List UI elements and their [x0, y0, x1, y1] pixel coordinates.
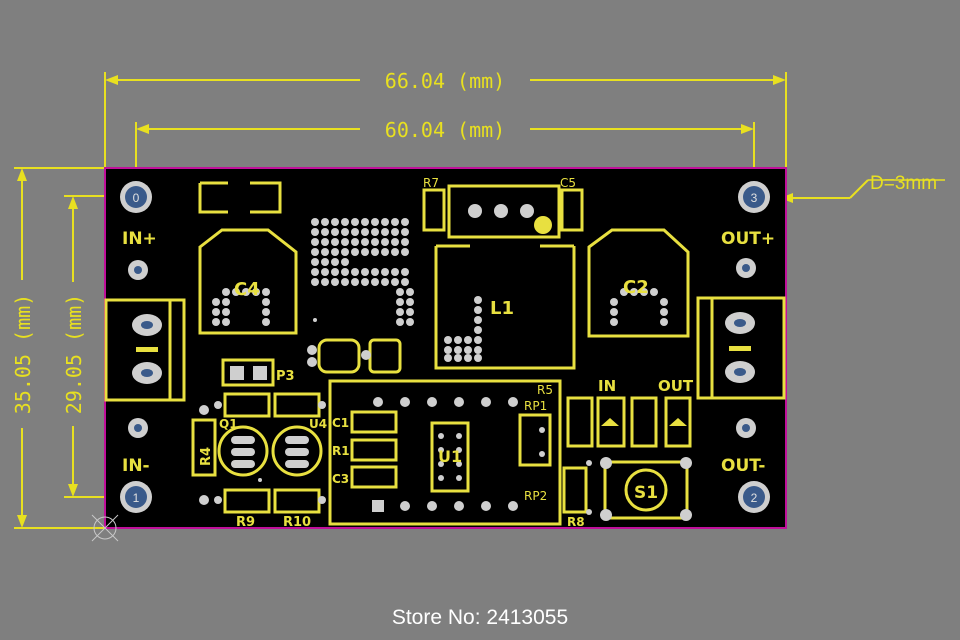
label-u1: U1	[438, 447, 462, 466]
label-l1: L1	[490, 298, 514, 319]
hole-diameter-label: D=3mm	[870, 173, 937, 194]
origin-marker	[91, 514, 119, 542]
label-r9: R9	[236, 515, 255, 530]
mounting-hole-0-label: 0	[133, 191, 140, 205]
label-out-plus: OUT+	[721, 229, 775, 249]
mounting-hole-2: 2	[738, 481, 770, 513]
label-c5: C5	[560, 176, 576, 190]
terminal-pads	[128, 258, 756, 438]
thermal-via-grid	[311, 218, 414, 326]
c4-vias	[212, 288, 270, 326]
mounting-hole-3: 3	[738, 181, 770, 213]
label-c1: C1	[332, 416, 349, 430]
label-r4: R4	[199, 447, 214, 466]
pcb-silkscreen	[104, 181, 786, 526]
label-r10: R10	[283, 515, 311, 530]
label-out-minus: OUT-	[721, 456, 765, 476]
label-r5: R5	[537, 383, 553, 397]
overall-height-label: 35.05 (mm)	[11, 294, 35, 414]
dimension-lines	[14, 72, 945, 529]
label-c3: C3	[332, 472, 349, 486]
hole-span-height-label: 29.05 (mm)	[62, 294, 86, 414]
label-c4: C4	[234, 279, 260, 300]
mounting-hole-1: 1	[120, 481, 152, 513]
label-rp1: RP1	[524, 399, 547, 413]
silkscreen-labels: IN+ IN- OUT+ OUT- C4 C2 L1 R7 C5 P3 Q1 U…	[122, 176, 775, 530]
label-q1: Q1	[219, 417, 238, 431]
l1-vias	[444, 296, 482, 362]
mounting-hole-2-label: 2	[751, 491, 758, 505]
mounting-hole-1-label: 1	[133, 491, 140, 505]
label-p3: P3	[276, 369, 295, 384]
label-r8: R8	[567, 515, 585, 529]
label-in-plus: IN+	[122, 229, 157, 249]
mounting-hole-3-label: 3	[751, 191, 758, 205]
label-c2: C2	[623, 277, 649, 298]
c2-vias	[610, 288, 668, 326]
store-watermark: Store No: 2413055	[391, 606, 569, 629]
mounting-hole-0: 0	[120, 181, 152, 213]
label-out-led: OUT	[658, 377, 694, 395]
label-in-led: IN	[598, 377, 616, 395]
label-u4: U4	[309, 417, 327, 431]
overall-width-label: 66.04 (mm)	[385, 69, 505, 93]
label-r7: R7	[423, 176, 439, 190]
label-s1: S1	[634, 483, 658, 503]
copper-pads	[199, 204, 692, 521]
label-r1: R1	[332, 444, 350, 458]
label-in-minus: IN-	[122, 456, 150, 476]
label-rp2: RP2	[524, 489, 547, 503]
hole-span-width-label: 60.04 (mm)	[385, 118, 505, 142]
